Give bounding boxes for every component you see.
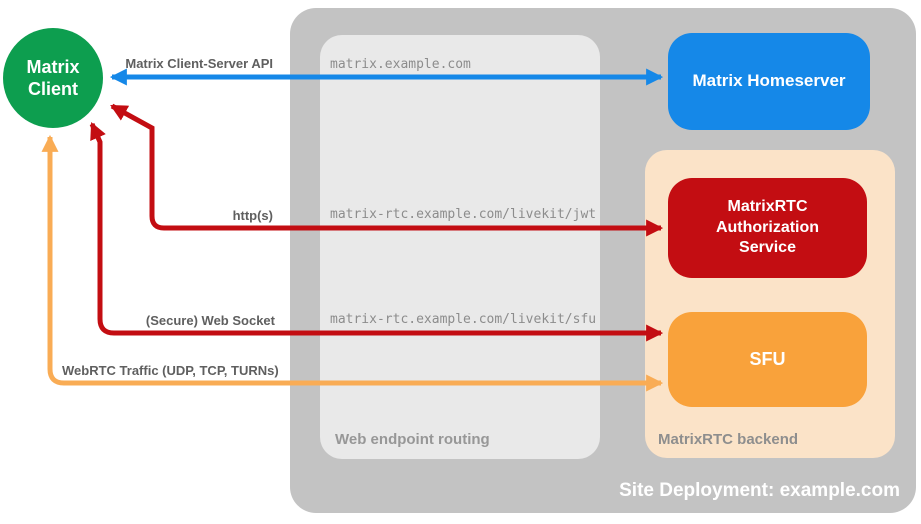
jwt-url-label: matrix-rtc.example.com/livekit/jwt bbox=[330, 207, 597, 222]
matrix-client-node: Matrix Client bbox=[3, 28, 103, 128]
matrix-homeserver-node: Matrix Homeserver bbox=[668, 33, 870, 130]
matrixrtc-authorization-service-node: MatrixRTC Authorization Service bbox=[668, 178, 867, 278]
web-endpoint-routing-label: Web endpoint routing bbox=[335, 431, 490, 448]
auth-service-label: MatrixRTC Authorization Service bbox=[715, 197, 820, 257]
websocket-edge-label: (Secure) Web Socket bbox=[145, 313, 275, 328]
sfu-url-label: matrix-rtc.example.com/livekit/sfu bbox=[330, 312, 597, 327]
https-edge-label: http(s) bbox=[232, 208, 273, 223]
webrtc-traffic-edge-label: WebRTC Traffic (UDP, TCP, TURNs) bbox=[62, 363, 279, 378]
web-endpoint-routing-container: Web endpoint routing bbox=[320, 35, 600, 459]
matrixrtc-backend-label: MatrixRTC backend bbox=[658, 431, 799, 448]
homeserver-url-label: matrix.example.com bbox=[330, 57, 471, 72]
matrix-homeserver-label: Matrix Homeserver bbox=[692, 71, 846, 91]
sfu-label: SFU bbox=[749, 348, 786, 369]
matrix-client-label: Matrix Client bbox=[26, 56, 80, 100]
client-server-api-edge-label: Matrix Client-Server API bbox=[125, 56, 273, 71]
site-deployment-label: Site Deployment: example.com bbox=[619, 480, 900, 501]
sfu-node: SFU bbox=[668, 312, 867, 407]
